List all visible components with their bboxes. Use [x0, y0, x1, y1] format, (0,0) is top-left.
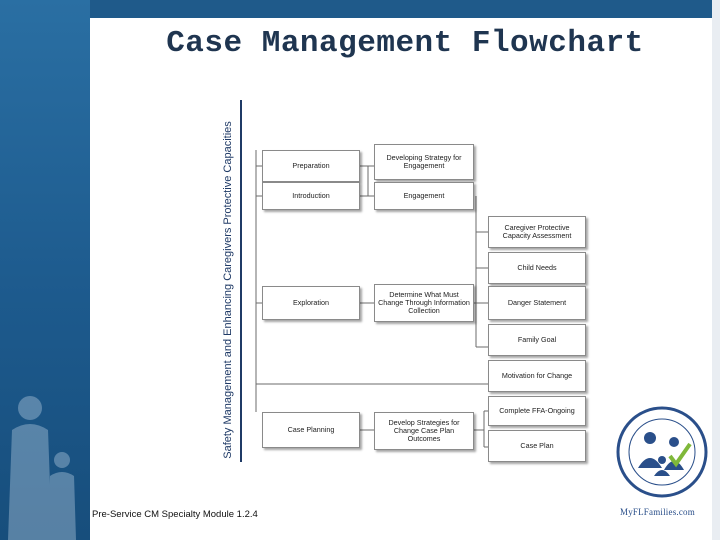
- node-preparation-label: Preparation: [292, 160, 330, 170]
- node-ffa-label: Complete FFA-Ongoing: [499, 405, 575, 415]
- node-introduction: Introduction: [262, 182, 360, 210]
- node-exploration: Exploration: [262, 286, 360, 320]
- node-family-goal-label: Family Goal: [517, 334, 557, 344]
- node-danger-statement: Danger Statement: [488, 286, 586, 320]
- family-silhouette-image: [8, 396, 76, 540]
- node-caregiver-protective-capacity-assessment: Caregiver Protective Capacity Assessment: [488, 216, 586, 248]
- node-motivation-for-change: Motivation for Change: [488, 360, 586, 392]
- node-preparation: Preparation: [262, 150, 360, 182]
- node-danger-statement-label: Danger Statement: [507, 297, 567, 307]
- side-vertical-rule: [240, 100, 242, 462]
- node-case-plan: Case Plan: [488, 430, 586, 462]
- node-developing-strategy-label: Developing Strategy for Engagement: [386, 152, 462, 170]
- right-edge-strip: [712, 0, 720, 540]
- node-developing-strategy: Developing Strategy for Engagement: [374, 144, 474, 180]
- node-engagement: Engagement: [374, 182, 474, 210]
- left-background-panel: [0, 0, 90, 540]
- slide-canvas: [90, 18, 712, 540]
- page-title: Case Management Flowchart: [166, 26, 644, 61]
- node-cpca-label: Caregiver Protective Capacity Assessment: [502, 222, 572, 240]
- node-develop-strategies: Develop Strategies for Change Case Plan …: [374, 412, 474, 450]
- node-complete-ffa-ongoing: Complete FFA-Ongoing: [488, 396, 586, 426]
- logo-website-text: MyFLFamilies.com: [620, 507, 695, 517]
- footer-module-text: Pre-Service CM Specialty Module 1.2.4: [92, 509, 258, 520]
- node-motivation-label: Motivation for Change: [501, 370, 573, 380]
- node-case-planning-label: Case Planning: [287, 424, 335, 434]
- node-develop-strategies-label: Develop Strategies for Change Case Plan …: [388, 417, 460, 444]
- florida-dcf-logo: [616, 406, 708, 498]
- node-determine-label: Determine What Must Change Through Infor…: [378, 289, 470, 316]
- node-child-needs-label: Child Needs: [517, 262, 557, 272]
- node-case-plan-label: Case Plan: [520, 440, 554, 450]
- node-case-planning: Case Planning: [262, 412, 360, 448]
- node-exploration-label: Exploration: [293, 297, 329, 307]
- node-family-goal: Family Goal: [488, 324, 586, 356]
- node-determine-what-must-change: Determine What Must Change Through Infor…: [374, 284, 474, 322]
- node-child-needs: Child Needs: [488, 252, 586, 284]
- node-engagement-label: Engagement: [403, 190, 445, 200]
- node-introduction-label: Introduction: [292, 190, 330, 200]
